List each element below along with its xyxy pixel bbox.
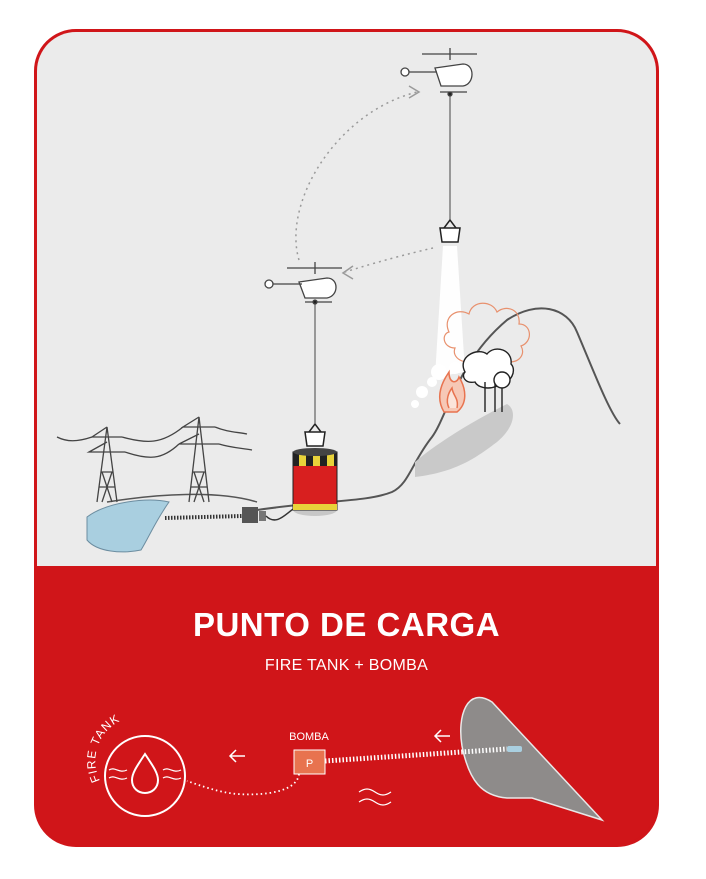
pump-box xyxy=(293,749,326,775)
fire-tank-icon xyxy=(292,448,338,516)
bucket-icon-high xyxy=(439,218,461,243)
water-drop-icon xyxy=(130,752,160,795)
flight-path-up xyxy=(295,91,418,261)
fire-icon xyxy=(439,369,466,413)
smoke-cloud xyxy=(443,302,530,369)
water-splash xyxy=(411,362,461,408)
drop-waves-left xyxy=(108,768,128,780)
flight-arrow-up xyxy=(408,85,421,99)
wave-icon xyxy=(358,788,392,806)
suction-hose xyxy=(164,514,243,520)
pump-label: BOMBA xyxy=(289,731,329,743)
hill-shadow xyxy=(415,404,513,477)
helicopter-icon-high xyxy=(400,48,477,97)
info-card: P BOMBA FIRE TANK PUNTO DE CARGA FIRE TA… xyxy=(34,29,659,847)
water-stream xyxy=(435,246,465,377)
reservoir-icon xyxy=(460,696,605,822)
flight-path-down xyxy=(344,247,434,273)
trees-icon xyxy=(462,348,515,412)
panel-subtitle: FIRE TANK + BOMBA xyxy=(264,657,429,674)
pump-icon xyxy=(242,507,266,523)
helicopter-icon-low xyxy=(264,262,342,305)
flight-arrow-down xyxy=(341,265,354,280)
hose-line xyxy=(324,746,508,764)
fire-tank-circle xyxy=(104,735,186,817)
flow-arrow-left xyxy=(228,749,245,763)
ground-line xyxy=(106,493,258,503)
info-panel: P BOMBA FIRE TANK PUNTO DE CARGA FIRE TA… xyxy=(37,566,656,844)
pump-symbol: P xyxy=(306,758,313,770)
scene-drawing xyxy=(56,48,621,553)
drop-waves-right xyxy=(162,768,182,780)
flow-arrow-right xyxy=(433,729,450,743)
power-tower-icon xyxy=(56,416,253,503)
bucket-icon-low xyxy=(304,422,326,447)
illustration-scene xyxy=(37,32,656,566)
lake-icon xyxy=(86,499,170,553)
tank-hose xyxy=(186,773,300,796)
legend-diagram: P BOMBA FIRE TANK xyxy=(84,696,605,822)
discharge-hose xyxy=(265,507,296,521)
panel-title: PUNTO DE CARGA xyxy=(192,606,501,643)
intake-strainer xyxy=(507,746,522,752)
